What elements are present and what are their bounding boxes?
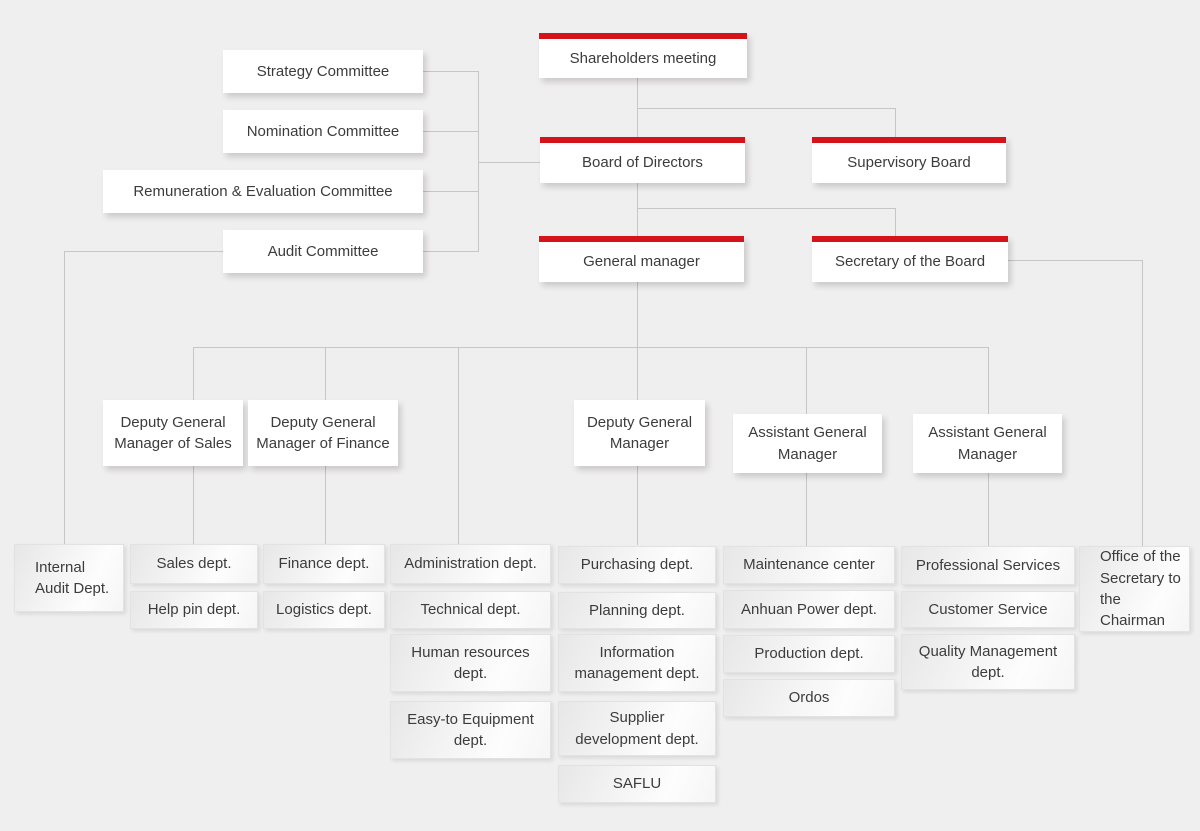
org-node-remuneration-evaluation-committee: Remuneration & Evaluation Committee [103,170,423,213]
org-node-easy-to-equipment-dept: Easy-to Equipment dept. [390,701,551,759]
org-node-saflu: SAFLU [558,765,716,803]
connector [637,208,896,209]
connector [64,251,223,252]
org-node-help-pin-dept: Help pin dept. [130,591,258,629]
org-node-strategy-committee: Strategy Committee [223,50,423,93]
org-node-customer-service: Customer Service [901,591,1075,628]
org-node-deputy-gm-finance: Deputy General Manager of Finance [248,400,398,466]
org-node-deputy-gm: Deputy General Manager [574,400,705,466]
connector [458,347,459,545]
org-node-shareholders-meeting: Shareholders meeting [539,33,747,78]
connector [423,191,478,192]
connector [895,208,896,237]
connector [423,71,478,72]
org-node-secretary-of-the-board: Secretary of the Board [812,236,1008,282]
org-node-sales-dept: Sales dept. [130,544,258,584]
org-node-maintenance-center: Maintenance center [723,546,895,584]
org-node-general-manager: General manager [539,236,744,282]
org-node-supervisory-board: Supervisory Board [812,137,1006,183]
connector [478,71,479,252]
connector [1008,260,1142,261]
org-node-office-of-the-secretary: Office of the Secretary to the Chairman [1079,546,1190,632]
org-node-nomination-committee: Nomination Committee [223,110,423,153]
org-node-planning-dept: Planning dept. [558,592,716,629]
org-node-logistics-dept: Logistics dept. [263,591,385,629]
connector [193,347,989,348]
org-node-assistant-gm-2: Assistant General Manager [913,414,1062,473]
org-node-ordos: Ordos [723,679,895,717]
org-node-professional-services: Professional Services [901,546,1075,585]
connector [64,251,65,545]
org-node-production-dept: Production dept. [723,635,895,673]
connector [895,108,896,138]
org-node-assistant-gm-1: Assistant General Manager [733,414,882,473]
org-node-administration-dept: Administration dept. [390,544,551,584]
org-node-deputy-gm-sales: Deputy General Manager of Sales [103,400,243,466]
connector [637,108,896,109]
org-node-supplier-development-dept: Supplier development dept. [558,701,716,756]
connector [423,131,478,132]
org-node-finance-dept: Finance dept. [263,544,385,584]
connector [423,251,478,252]
connector [478,162,540,163]
org-node-human-resources-dept: Human resources dept. [390,634,551,692]
org-node-information-management-dept: Information management dept. [558,634,716,692]
org-node-audit-committee: Audit Committee [223,230,423,273]
org-node-technical-dept: Technical dept. [390,591,551,629]
connector [1142,260,1143,546]
org-node-quality-management-dept: Quality Management dept. [901,634,1075,690]
org-node-purchasing-dept: Purchasing dept. [558,546,716,584]
org-node-internal-audit-dept: Internal Audit Dept. [14,544,124,612]
connector [637,282,638,348]
connector [637,183,638,237]
org-node-anhuan-power-dept: Anhuan Power dept. [723,590,895,629]
org-node-board-of-directors: Board of Directors [540,137,745,183]
